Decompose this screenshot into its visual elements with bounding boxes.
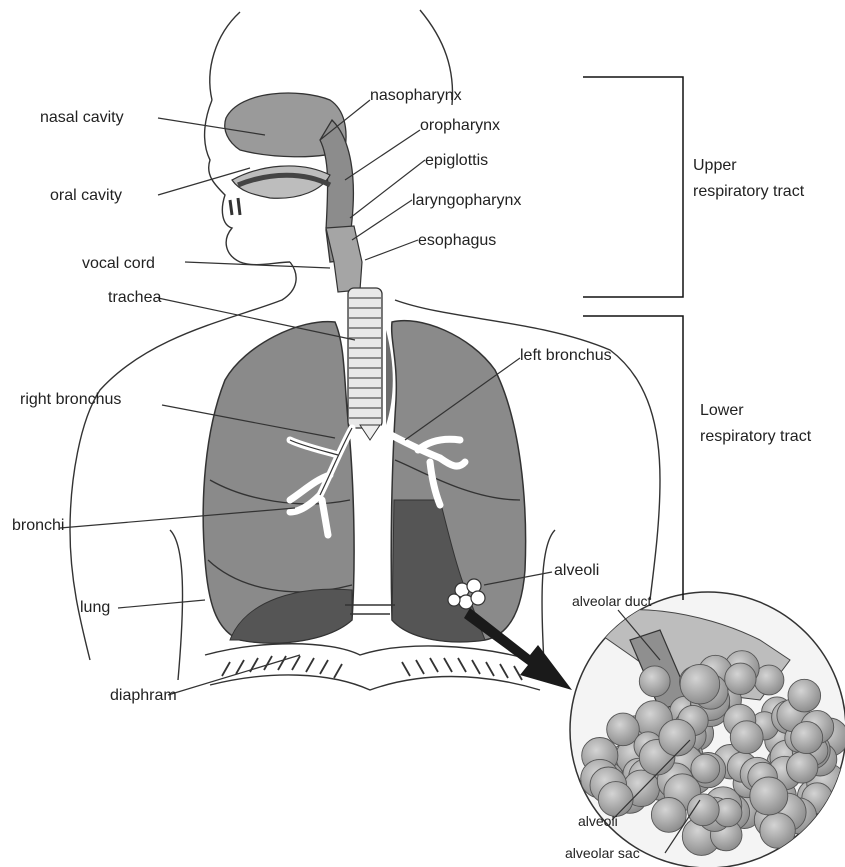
label-esophagus: esophagus: [418, 232, 496, 249]
alveolus-bubble: [639, 666, 670, 697]
alveolus-bubble: [725, 663, 756, 694]
label-alveoli: alveoli: [554, 562, 599, 579]
label-vocal-cord: vocal cord: [82, 255, 155, 272]
alveolus-bubble: [598, 782, 633, 817]
alveolus-bubble: [791, 722, 823, 754]
label-alveolar-sac: alveolar sac: [565, 845, 640, 861]
label-upper-line1: Upper: [693, 157, 737, 174]
upper-tract-bracket: [583, 77, 683, 297]
alveolus-bubble: [730, 721, 763, 754]
label-upper-line2: respiratory tract: [693, 183, 805, 200]
label-right-bronchus: right bronchus: [20, 391, 121, 408]
label-laryngopharynx: laryngopharynx: [412, 192, 521, 209]
label-lower-line1: Lower: [700, 402, 744, 419]
alveolus-bubble: [788, 679, 821, 712]
alveolus-bubble: [607, 713, 640, 746]
alveolus-bubble: [750, 777, 788, 815]
label-nasal-cavity: nasal cavity: [40, 109, 124, 126]
alveolus-bubble: [651, 798, 686, 833]
label-lung: lung: [80, 599, 110, 616]
label-nasopharynx: nasopharynx: [370, 87, 462, 104]
alveolus-bubble: [760, 813, 795, 848]
label-bronchi: bronchi: [12, 517, 64, 534]
label-lower-line2: respiratory tract: [700, 428, 812, 445]
label-oral-cavity: oral cavity: [50, 187, 122, 204]
label-left-bronchus: left bronchus: [520, 347, 612, 364]
label-alveolar-duct: alveolar duct: [572, 593, 651, 609]
alveolus-bubble: [787, 752, 818, 783]
label-epiglottis: epiglottis: [425, 152, 488, 169]
alveolus-bubble: [659, 719, 696, 756]
trachea-shape: [348, 288, 382, 428]
alveolus-bubble: [680, 664, 720, 704]
label-oropharynx: oropharynx: [420, 117, 500, 134]
label-alveoli-inset: alveoli: [578, 813, 618, 829]
alveolus-bubble: [687, 794, 719, 826]
carina: [360, 425, 380, 440]
label-diaphram: diaphram: [110, 687, 177, 704]
label-trachea: trachea: [108, 289, 161, 306]
